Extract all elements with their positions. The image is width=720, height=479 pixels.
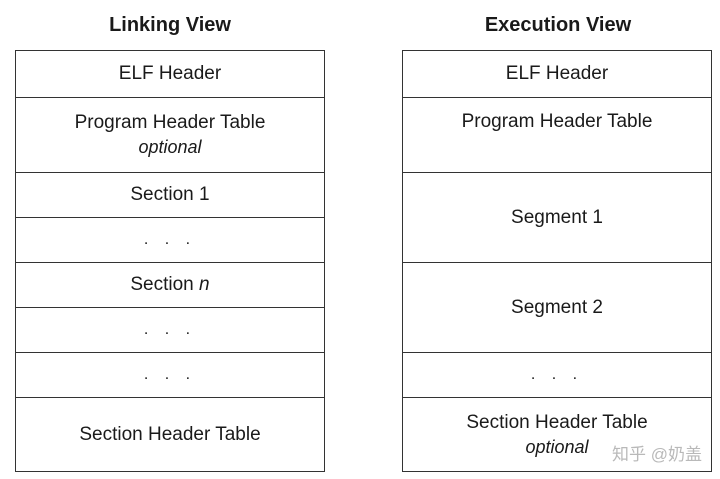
linking-elf-header: ELF Header (16, 51, 324, 98)
linking-section-header-table: Section Header Table (16, 398, 324, 471)
execution-segment-1: Segment 1 (403, 173, 711, 263)
cell-label: . . . (143, 366, 197, 383)
cell-note: optional (138, 137, 202, 157)
cell-label: Section 1 (130, 184, 210, 205)
cell-label: Segment 2 (511, 296, 603, 318)
execution-elf-header: ELF Header (403, 51, 711, 98)
watermark: 知乎 @奶盖 (612, 445, 702, 464)
linking-program-header-table: Program Header Table optional (16, 98, 324, 173)
linking-section-1: Section 1 (16, 173, 324, 218)
cell-label: Section n (130, 273, 209, 297)
cell-label: Program Header Table (74, 112, 266, 133)
linking-section-n: Section n (16, 263, 324, 308)
cell-label-em: n (199, 274, 210, 295)
execution-program-header-table: Program Header Table (403, 98, 711, 173)
linking-ellipsis-1: . . . (16, 218, 324, 263)
cell-note: optional (525, 436, 589, 457)
execution-view-stack: ELF Header Program Header Table Segment … (402, 50, 712, 472)
cell-label: ELF Header (505, 63, 609, 84)
cell-label: Section Header Table (466, 411, 648, 433)
execution-view-title: Execution View (484, 14, 632, 36)
cell-label: . . . (143, 231, 197, 248)
execution-ellipsis: . . . (403, 353, 711, 398)
cell-label: Program Header Table (461, 111, 653, 132)
cell-label-text: Section (130, 274, 200, 295)
linking-ellipsis-2: . . . (16, 308, 324, 353)
cell-label: . . . (530, 366, 584, 383)
linking-ellipsis-3: . . . (16, 353, 324, 398)
linking-view-stack: ELF Header Program Header Table optional… (15, 50, 325, 472)
cell-label: Segment 1 (511, 206, 603, 228)
cell-label: ELF Header (118, 63, 222, 84)
cell-label: . . . (143, 321, 197, 338)
execution-segment-2: Segment 2 (403, 263, 711, 353)
linking-view-title: Linking View (109, 14, 231, 36)
cell-label: Section Header Table (79, 423, 261, 445)
execution-section-header-table: Section Header Table optional (403, 398, 711, 471)
